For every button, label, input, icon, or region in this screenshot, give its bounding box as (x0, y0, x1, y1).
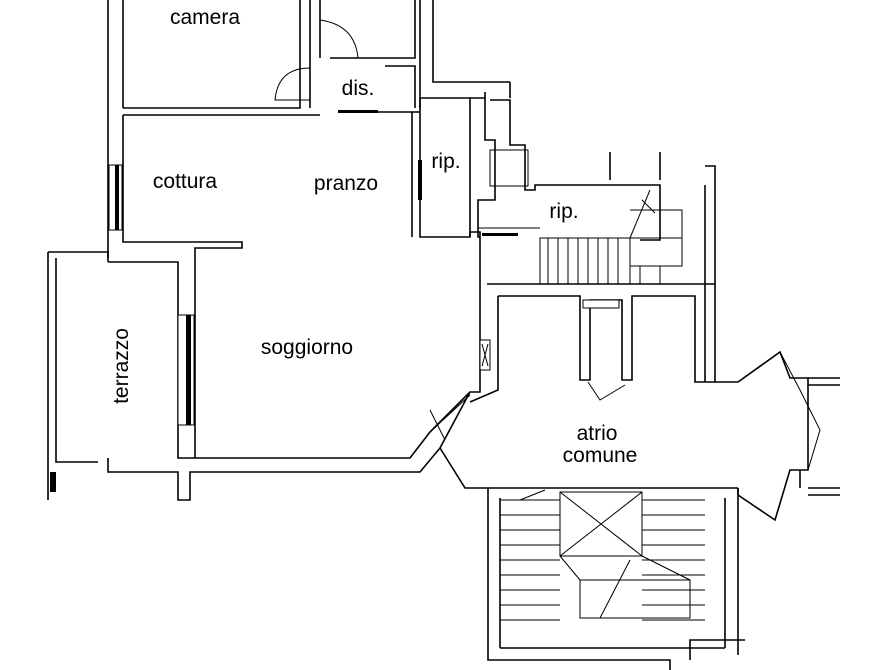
door-dis (274, 58, 311, 101)
terrazzo-post (50, 472, 56, 492)
room-label-dis: dis. (342, 77, 375, 100)
doors (274, 19, 518, 236)
window-cottura-frame (115, 165, 119, 230)
room-label-rip-lower: rip. (549, 200, 578, 223)
door-dis-frame (338, 110, 378, 113)
room-label-pranzo: pranzo (314, 172, 378, 195)
door-rip-lower (482, 233, 518, 236)
room-label-soggiorno: soggiorno (261, 336, 353, 359)
room-label-cottura: cottura (153, 170, 218, 193)
duct (489, 149, 529, 187)
room-label-rip-upper: rip. (431, 150, 460, 173)
room-label-atrio: atrio (577, 422, 618, 445)
lower-stairs (487, 487, 745, 670)
rip-stair-area (470, 92, 716, 383)
window-terrazzo-frame (186, 315, 191, 425)
apartment-walls (47, 0, 511, 501)
room-label-camera: camera (170, 6, 240, 29)
lift-door (582, 299, 620, 309)
door-rip-upper (418, 160, 422, 200)
door-camera (319, 19, 359, 59)
room-label-comune: comune (563, 444, 638, 467)
atrio-walls (429, 283, 840, 640)
lift-shaft (559, 491, 643, 557)
room-label-terrazzo: terrazzo (110, 328, 133, 404)
